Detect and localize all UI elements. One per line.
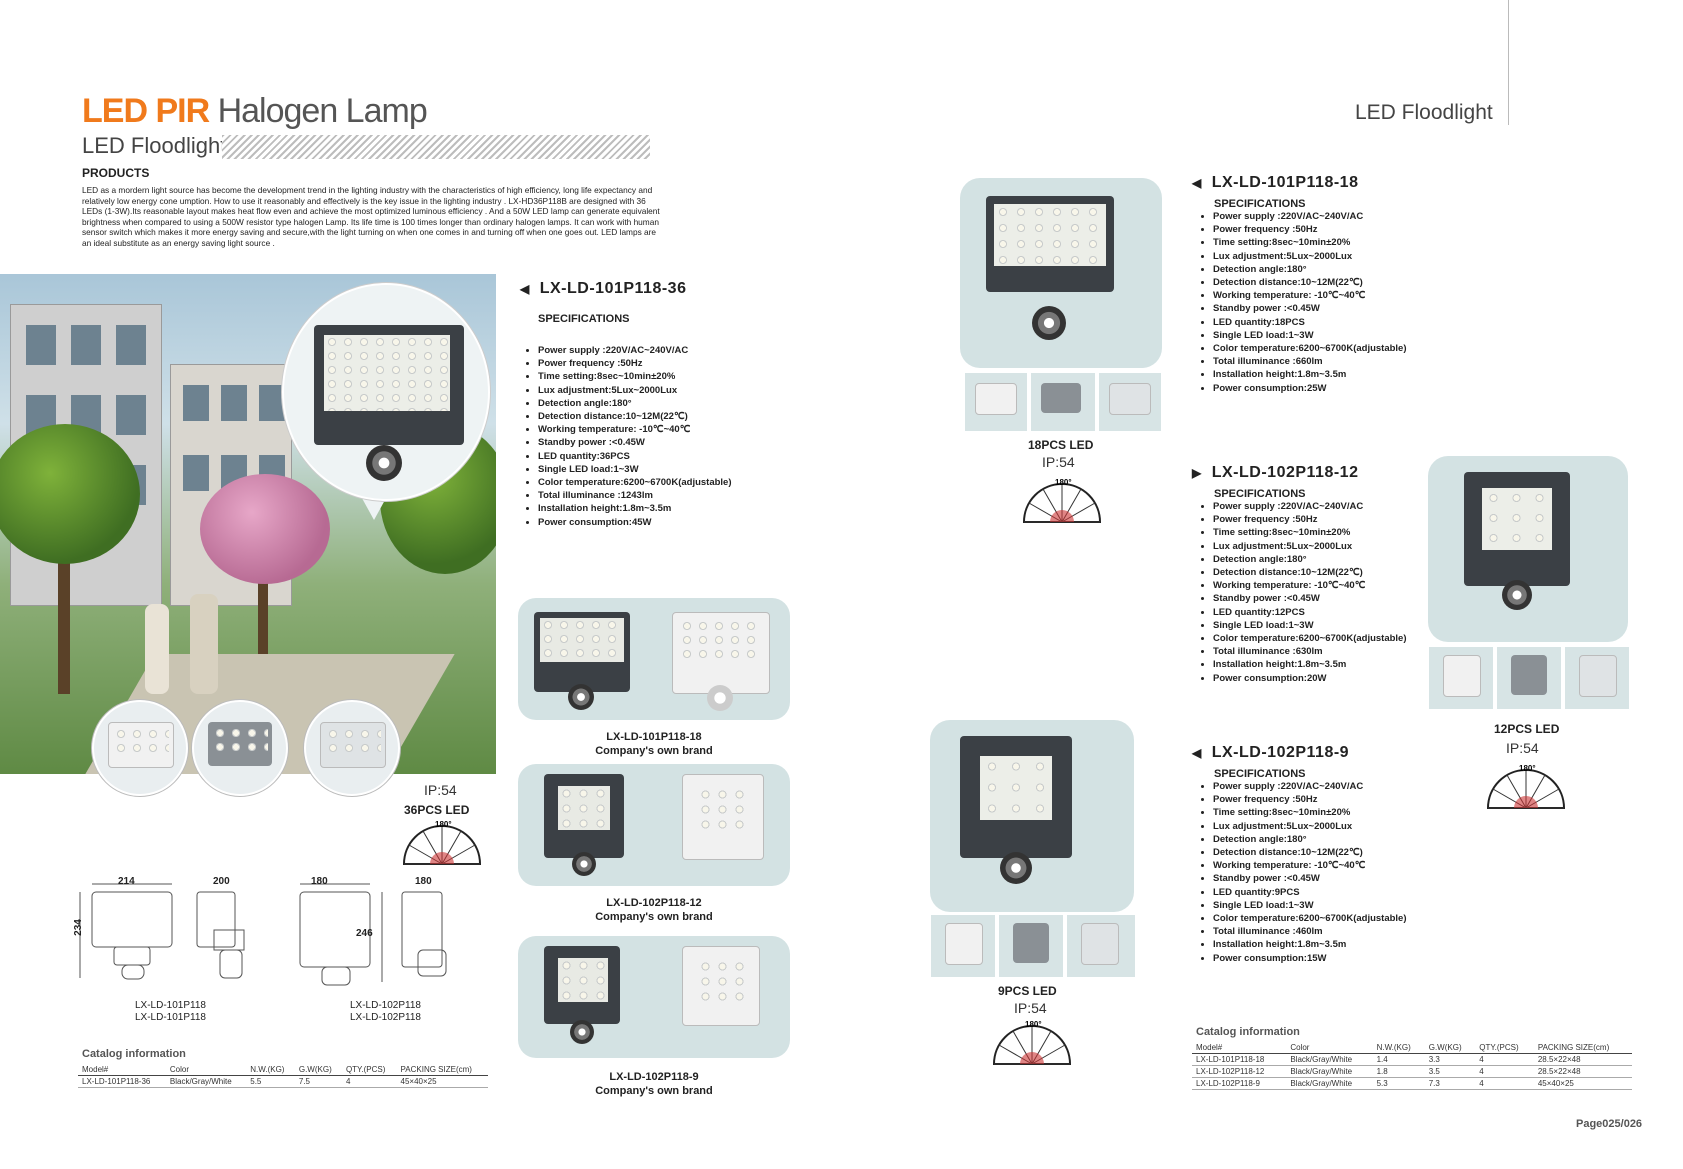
panel-12-pair <box>518 764 790 886</box>
thumb-9-grey <box>998 914 1064 978</box>
dim-height-102: 246 <box>356 928 373 939</box>
detection-angle-9-icon: 180° <box>992 1020 1072 1065</box>
page-number: Page025/026 <box>1576 1118 1643 1130</box>
catalog-heading-right: Catalog information <box>1196 1026 1300 1038</box>
title-grey: Halogen Lamp <box>217 92 428 130</box>
angle-label-9: 180° <box>1025 1020 1042 1029</box>
thumb-9-silver <box>1066 914 1136 978</box>
angle-label-36: 180° <box>435 820 452 829</box>
lamp-9-large <box>960 736 1072 884</box>
triangle-left-icon: ◀ <box>1192 176 1202 190</box>
lamp-grey-circle <box>192 700 288 796</box>
thumb-12-grey <box>1496 646 1562 710</box>
lamp-white-circle <box>92 700 188 796</box>
panel-18-pair <box>518 598 790 720</box>
page-subtitle: LED Floodlight <box>82 133 227 158</box>
ip-rating-12: IP:54 <box>1506 740 1539 756</box>
lamp-12-large <box>1464 472 1570 610</box>
lamp-18-large <box>986 196 1114 340</box>
thumb-12-white <box>1428 646 1494 710</box>
led-count-36: 36PCS LED <box>404 803 470 817</box>
spec-list-18: Power supply :220V/AC~240V/ACPower frequ… <box>1200 210 1407 395</box>
lamp-36-image <box>314 325 464 481</box>
spec-heading-18: SPECIFICATIONS <box>1214 198 1306 210</box>
led-count-9: 9PCS LED <box>998 984 1057 998</box>
ip-rating-9: IP:54 <box>1014 1000 1047 1016</box>
products-text: LED as a mordern light source has become… <box>82 185 660 248</box>
model-title-9: ◀LX-LD-102P118-9 <box>1192 744 1350 761</box>
lamp-silver-circle <box>304 700 400 796</box>
led-count-12: 12PCS LED <box>1494 722 1560 736</box>
ip-rating-36: IP:54 <box>424 782 457 798</box>
panel-18-large <box>960 178 1162 368</box>
lamp-18-white <box>672 612 770 711</box>
lamp-12-white <box>682 774 764 860</box>
panel-12-large <box>1428 456 1628 642</box>
lamp-18-black <box>534 612 630 710</box>
dim-depth-102: 180 <box>415 876 432 887</box>
dim-depth-101: 200 <box>213 876 230 887</box>
ip-rating-18: IP:54 <box>1042 454 1075 470</box>
thumb-18-white <box>964 372 1028 432</box>
thumb-18-grey <box>1030 372 1096 432</box>
lamp-9-white <box>682 946 760 1026</box>
spec-heading-12: SPECIFICATIONS <box>1214 488 1306 500</box>
right-heading: LED Floodlight <box>1355 101 1493 124</box>
detection-angle-18-icon: 180° <box>1022 478 1102 523</box>
spec-list-9: Power supply :220V/AC~240V/ACPower frequ… <box>1200 780 1407 965</box>
page-divider <box>1508 0 1509 125</box>
hatch-bar <box>222 135 650 159</box>
spec-heading-9: SPECIFICATIONS <box>1214 768 1306 780</box>
led-count-18: 18PCS LED <box>1028 438 1094 452</box>
thumb-12-silver <box>1564 646 1630 710</box>
dim-height-101: 234 <box>72 919 84 936</box>
catalog-heading-left: Catalog information <box>82 1048 186 1060</box>
triangle-left-icon: ◀ <box>520 282 530 296</box>
title-orange: LED PIR <box>82 92 210 130</box>
thumb-18-silver <box>1098 372 1162 432</box>
dimension-drawings <box>79 883 447 986</box>
model-title-36: ◀LX-LD-101P118-36 <box>520 280 687 297</box>
page-title: LED PIR Halogen Lamp <box>82 92 428 131</box>
spec-heading-36: SPECIFICATIONS <box>538 313 630 325</box>
detection-angle-36-icon: 180° <box>402 820 482 865</box>
spec-list-36: Power supply :220V/AC~240V/ACPower frequ… <box>525 344 732 529</box>
products-heading: PRODUCTS <box>82 166 150 180</box>
panel-9-pair <box>518 936 790 1058</box>
spec-list-12: Power supply :220V/AC~240V/ACPower frequ… <box>1200 500 1407 685</box>
angle-label-18: 180° <box>1055 478 1072 487</box>
model-title-12: ▶LX-LD-102P118-12 <box>1192 464 1359 481</box>
lamp-9-black <box>544 946 620 1044</box>
model-title-18: ◀LX-LD-101P118-18 <box>1192 174 1359 191</box>
person-woman <box>145 604 169 694</box>
person-man <box>190 594 218 694</box>
triangle-left-icon: ◀ <box>1192 746 1202 760</box>
lamp-12-black <box>544 774 624 876</box>
angle-label-12: 180° <box>1519 764 1536 773</box>
triangle-right-icon: ▶ <box>1192 466 1202 480</box>
panel-9-large <box>930 720 1134 912</box>
dim-width-101: 214 <box>118 876 135 887</box>
dim-width-102: 180 <box>311 876 328 887</box>
thumb-9-white <box>930 914 996 978</box>
detection-angle-12-icon: 180° <box>1486 764 1566 809</box>
lamp-36-bubble <box>282 283 490 501</box>
